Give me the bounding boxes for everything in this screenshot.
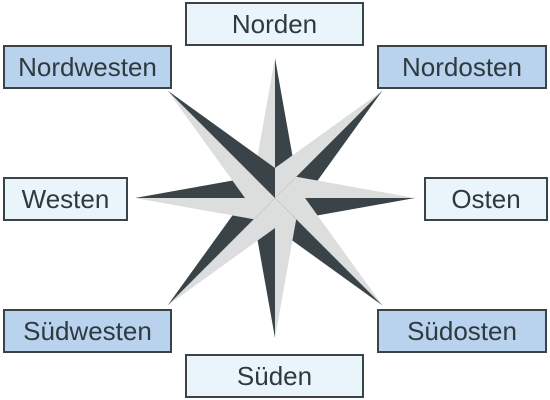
label-south: Süden [185,354,364,398]
label-northwest: Nordwesten [3,45,172,89]
rose-point-southeast-dark-half [275,198,383,306]
rose-point-south-light-half [275,198,297,338]
rose-point-northeast-dark-half [275,90,383,198]
rose-point-southwest-dark-half [167,198,275,306]
rose-point-northwest-dark-half [167,90,275,198]
label-southeast: Südosten [377,309,547,353]
label-northeast: Nordosten [377,45,547,89]
rose-point-west-light-half [135,198,275,220]
rose-point-east-light-half [275,176,415,198]
label-southwest: Südwesten [3,309,172,353]
label-north: Norden [185,2,364,46]
label-east: Osten [424,177,548,221]
label-west: Westen [3,177,128,221]
